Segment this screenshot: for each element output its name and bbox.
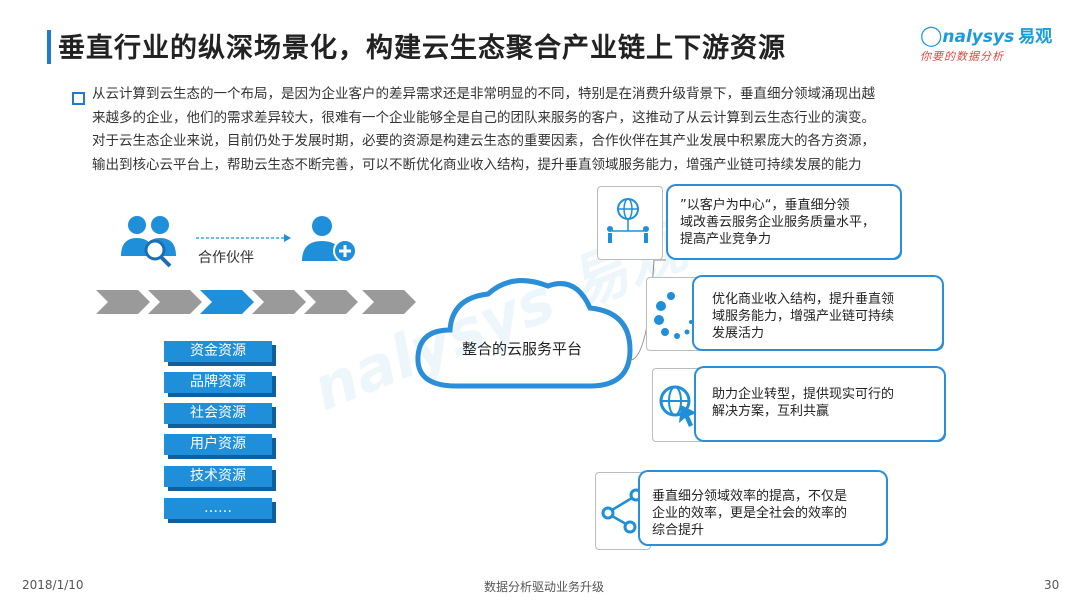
benefit-card bbox=[694, 277, 942, 349]
card-icon-frame bbox=[652, 368, 704, 442]
footer-date: 2018/1/10 bbox=[22, 578, 84, 592]
partner-group-search-icon bbox=[121, 216, 176, 268]
resource-block: 资金资源 bbox=[164, 341, 272, 362]
benefit-card-text: 助力企业转型，提供现实可行的解决方案，互利共赢 bbox=[712, 387, 895, 419]
benefit-card-text: ”以客户为中心“，垂直细分领域改善云服务企业服务质量水平，提高产业竞争力 bbox=[680, 198, 876, 247]
cloud-label: 整合的云服务平台 bbox=[462, 340, 583, 358]
web-cursor-icon bbox=[659, 385, 697, 427]
user-add-icon bbox=[302, 216, 357, 263]
resource-block: …… bbox=[164, 498, 272, 519]
chevron-icon bbox=[304, 290, 358, 314]
intro-line: 从云计算到云生态的一个布局，是因为企业客户的差异需求还是非常明显的不同，特别是在… bbox=[92, 86, 875, 102]
page-title: 垂直行业的纵深场景化，构建云生态聚合产业链上下游资源 bbox=[58, 33, 786, 64]
resource-block: 用户资源 bbox=[164, 434, 272, 455]
resource-block: 品牌资源 bbox=[164, 372, 272, 393]
intro-paragraph: 从云计算到云生态的一个布局，是因为企业客户的差异需求还是非常明显的不同，特别是在… bbox=[92, 83, 1032, 177]
card-icon-frame bbox=[597, 186, 663, 260]
chevron-icon bbox=[96, 290, 150, 314]
logo-mark-icon: ◯ bbox=[920, 23, 943, 47]
process-chevrons bbox=[96, 290, 416, 314]
title-accent-bar bbox=[47, 30, 51, 64]
benefit-card-text: 优化商业收入结构，提升垂直领域服务能力，增强产业链可持续发展活力 bbox=[712, 292, 895, 341]
page-number: 30 bbox=[1044, 578, 1060, 592]
square-bullet-icon bbox=[72, 92, 85, 105]
intro-line: 来越多的企业，他们的需求差异较大，很难有一个企业能够全是自己的团队来服务的客户，… bbox=[92, 109, 875, 126]
cloud-icon bbox=[415, 278, 633, 389]
resource-block: 社会资源 bbox=[164, 403, 272, 424]
chevron-icon bbox=[200, 290, 254, 314]
logo-slogan: 你要的数据分析 bbox=[920, 50, 1004, 63]
chevron-icon bbox=[148, 290, 202, 314]
logo-brand-cn: 易观 bbox=[1018, 27, 1053, 47]
logo-brand-en: nalysys bbox=[942, 27, 1015, 47]
chevron-icon bbox=[362, 290, 416, 314]
benefit-card bbox=[696, 368, 944, 440]
intro-line: 输出到核心云平台上，帮助云生态不断完善，可以不断优化商业收入结构，提升垂直领域服… bbox=[92, 156, 862, 173]
footer-center-text: 数据分析驱动业务升级 bbox=[484, 580, 605, 594]
benefit-card bbox=[668, 186, 900, 258]
partner-arrow-icon bbox=[196, 234, 291, 242]
partner-label: 合作伙伴 bbox=[198, 250, 254, 266]
benefit-card-text: 垂直细分领域效率的提高，不仅是企业的效率，更是全社会的效率的综合提升 bbox=[652, 489, 848, 538]
globe-people-icon bbox=[607, 198, 649, 243]
loading-dots-icon bbox=[654, 292, 693, 339]
benefit-card bbox=[640, 472, 886, 544]
resource-block: 技术资源 bbox=[164, 466, 272, 487]
intro-line: 对于云生态企业来说，目前仍处于发展时期，必要的资源是构建云生态的重要因素，合作伙… bbox=[92, 133, 875, 149]
chevron-icon bbox=[252, 290, 306, 314]
